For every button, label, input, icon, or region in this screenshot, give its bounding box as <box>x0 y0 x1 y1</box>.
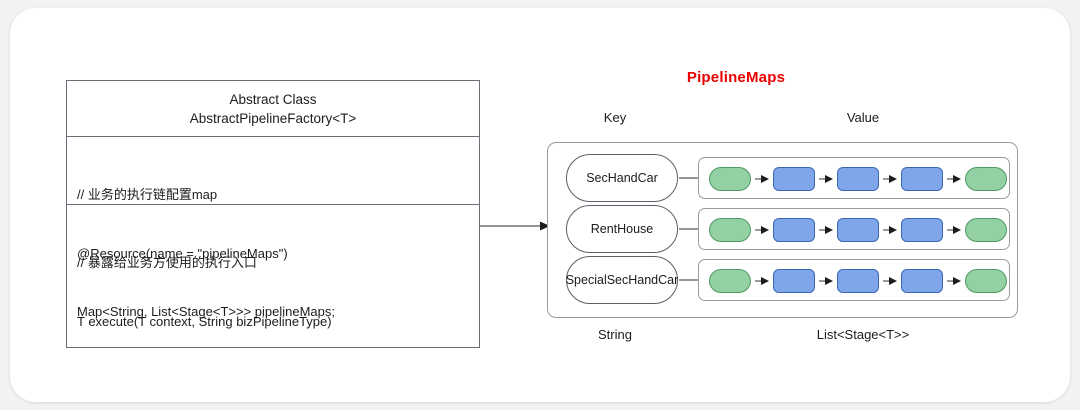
uml-class-box: Abstract Class AbstractPipelineFactory<T… <box>66 80 480 348</box>
stage-node-start[interactable] <box>709 269 751 293</box>
stage-arrow-icon <box>755 226 769 234</box>
class-attributes-section: // 业务的执行链配置map @Resource(name = "pipelin… <box>67 137 479 319</box>
value-type-label: List<Stage<T>> <box>816 327 910 342</box>
stage-node[interactable] <box>901 218 943 242</box>
attribute-line: @Resource(name = "pipelineMaps") <box>77 245 288 261</box>
attribute-line: Map<String, List<Stage<T>>> pipelineMaps… <box>77 304 335 319</box>
stage-arrow-icon <box>883 277 897 285</box>
value-column-header: Value <box>846 110 880 125</box>
stage-arrow-icon <box>755 175 769 183</box>
stage-list <box>698 157 1010 199</box>
stage-arrow-icon <box>883 175 897 183</box>
stage-node[interactable] <box>773 269 815 293</box>
map-key-pill[interactable]: RentHouse <box>566 205 678 253</box>
stage-arrow-icon <box>947 277 961 285</box>
map-entry-row: RentHouse <box>548 205 1017 253</box>
stage-list <box>698 259 1010 301</box>
method-spacer <box>77 370 469 390</box>
stage-node[interactable] <box>901 167 943 191</box>
stage-node-end[interactable] <box>965 218 1007 242</box>
stage-node-end[interactable] <box>965 167 1007 191</box>
class-header: Abstract Class AbstractPipelineFactory<T… <box>67 81 479 137</box>
content-card: Abstract Class AbstractPipelineFactory<T… <box>10 8 1070 402</box>
map-entry-row: SpecialSecHandCar <box>548 256 1017 304</box>
method-line: // 暴露给业务方使用的执行入口 <box>77 255 257 270</box>
stage-node-start[interactable] <box>709 167 751 191</box>
class-name: AbstractPipelineFactory<T> <box>189 110 357 126</box>
stage-node-start[interactable] <box>709 218 751 242</box>
stage-node[interactable] <box>837 269 879 293</box>
class-stereotype: Abstract Class <box>229 91 317 107</box>
class-to-map-arrow-icon <box>480 221 550 231</box>
stage-arrow-icon <box>755 277 769 285</box>
map-key-pill[interactable]: SpecialSecHandCar <box>566 256 678 304</box>
stage-list <box>698 208 1010 250</box>
pipeline-maps-container: SecHandCar <box>547 142 1018 318</box>
stage-arrow-icon <box>819 277 833 285</box>
map-entry-row: SecHandCar <box>548 154 1017 202</box>
key-column-header: Key <box>603 110 627 125</box>
map-key-pill[interactable]: SecHandCar <box>566 154 678 202</box>
stage-arrow-icon <box>819 226 833 234</box>
class-methods-section: // 暴露给业务方使用的执行入口 T execute(T context, St… <box>67 205 479 410</box>
attribute-line: // 业务的执行链配置map <box>77 187 218 202</box>
stage-node[interactable] <box>837 167 879 191</box>
key-type-label: String <box>598 327 632 342</box>
map-title: PipelineMaps <box>686 69 786 86</box>
stage-arrow-icon <box>947 226 961 234</box>
method-line: T execute(T context, String bizPipelineT… <box>77 313 332 329</box>
stage-node[interactable] <box>773 167 815 191</box>
stage-arrow-icon <box>819 175 833 183</box>
stage-node[interactable] <box>837 218 879 242</box>
stage-node[interactable] <box>901 269 943 293</box>
stage-node-end[interactable] <box>965 269 1007 293</box>
stage-arrow-icon <box>947 175 961 183</box>
stage-node[interactable] <box>773 218 815 242</box>
stage-arrow-icon <box>883 226 897 234</box>
